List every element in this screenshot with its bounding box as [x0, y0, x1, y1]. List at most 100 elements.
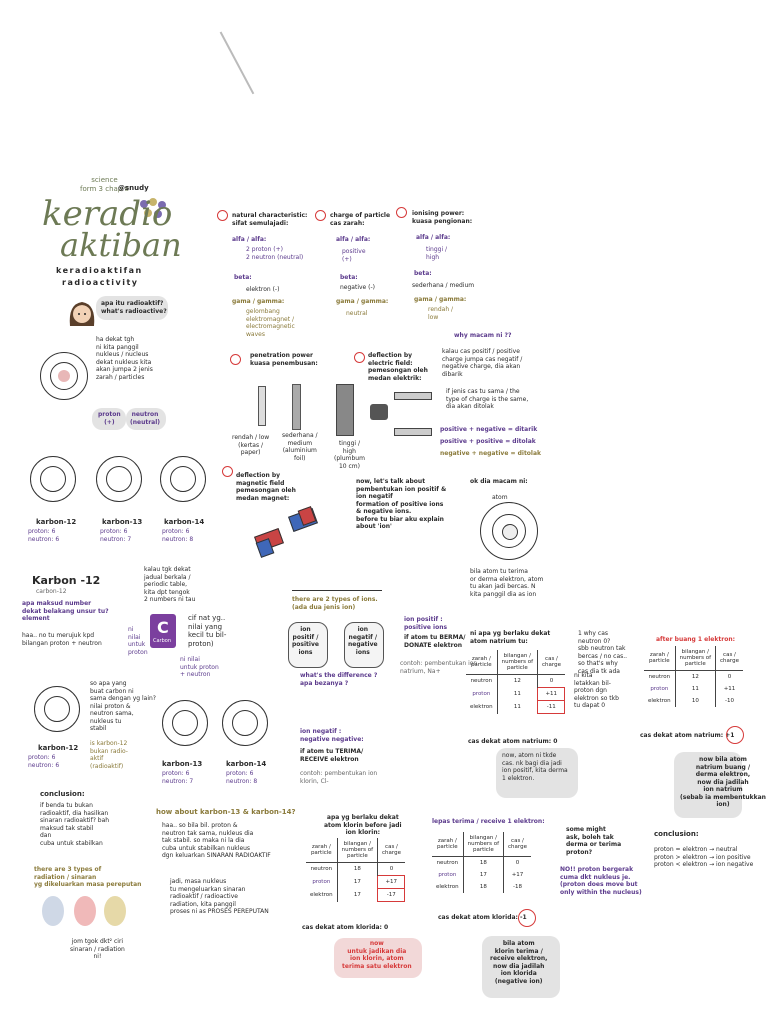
subtitle-english: radioactivity — [62, 278, 139, 287]
avatar — [66, 296, 98, 332]
conclusion-1-footer: jom tgok dkt² ciri sinaran / radiation n… — [70, 938, 125, 960]
positive-ion-card — [288, 622, 328, 668]
same-charge-note: if jenis cas tu sama / the type of charg… — [446, 388, 529, 410]
atom-ion-orbit — [492, 514, 526, 548]
carbon-13-orbit-2 — [172, 710, 198, 736]
beta-particle-icon — [74, 896, 96, 926]
beta-ionising: sederhana / medium — [412, 282, 475, 289]
klorin-table-title: apa yg berlaku dekat atom klorin before … — [324, 814, 402, 836]
table-header-row: zarah / particle bilangan / numbers of p… — [466, 650, 565, 675]
table-cell: +11 — [715, 683, 743, 695]
atom-label: atom — [492, 494, 508, 501]
charge-rule-note: kalau cas positif / positive charge jump… — [442, 348, 523, 378]
carbon-12-orbit-2 — [44, 696, 70, 722]
paper-barrier — [258, 386, 266, 426]
carbon-13-atom-2 — [162, 700, 208, 746]
natrium-after-note: now bila atom natrium buang / derma elek… — [680, 756, 766, 808]
positive-plate — [394, 392, 432, 400]
natrium-note-pill — [496, 748, 578, 798]
gamma-composition: gelombang elektromagnet / electromagneti… — [246, 308, 295, 338]
proton-pill — [92, 408, 126, 430]
table-cell: 0 — [377, 862, 405, 876]
positive-charge-circle — [726, 726, 744, 744]
table-cell: 17 — [336, 875, 378, 889]
negative-ion-example: contoh: pembentukan ion klorin, Cl- — [300, 770, 378, 785]
small-number-note: ni nilai untuk proton — [128, 626, 148, 656]
table-cell: +11 — [537, 687, 566, 701]
isotope-note: so apa yang buat carbon ni sama dengan y… — [90, 680, 156, 732]
table-header: cas / charge — [715, 646, 743, 671]
table-cell: -10 — [715, 695, 743, 707]
carbon-12-label: karbon-12 — [36, 518, 77, 526]
ion-intro-text: now, let's talk about pembentukan ion po… — [356, 478, 447, 530]
carbon-14-label-2: karbon-14 — [226, 760, 267, 768]
carbon-14-counts-2: proton: 6 neutron: 8 — [226, 770, 258, 785]
how-about-text: haa.. so bila bil. proton & neutron tak … — [162, 822, 271, 859]
beta-charge: negative (-) — [340, 284, 375, 291]
klorin-note: now untuk jadikan dia ion klorin, atom t… — [342, 940, 412, 970]
table-cell: elektron — [310, 892, 333, 898]
dots-icon — [136, 196, 172, 224]
table-cell: -18 — [503, 881, 531, 893]
subject-label: science form 3 chap 8 — [80, 176, 129, 193]
atom-intro-title: ok dia macam ni: — [470, 478, 528, 485]
natrium-after-title: after buang 1 elektron: — [656, 636, 735, 643]
how-about-title: how about karbon-13 & karbon-14? — [156, 808, 296, 816]
table-header-row: zarah / particle bilangan / numbers of p… — [306, 838, 405, 863]
gamma-particle-icon — [104, 896, 126, 926]
negative-ion-label: ion negatif / negative ions — [348, 626, 378, 656]
natrium-after-table: zarah / particle bilangan / numbers of p… — [644, 646, 743, 707]
speech-bubble-text: apa itu radioaktif? what's radioactive? — [101, 300, 167, 315]
number-1-badge — [217, 210, 228, 221]
decay-process-text: jadi, masa nukleus tu mengeluarkan sinar… — [170, 878, 269, 915]
table-header: zarah / particle — [306, 838, 338, 863]
carbon-name: Carbon — [153, 638, 172, 644]
gamma-ionising: rendah / low — [428, 306, 454, 321]
table-cell: neutron — [310, 866, 333, 873]
gamma-label-3: gama / gamma: — [414, 296, 467, 303]
atom-orbit — [50, 362, 78, 390]
penetration-high: tinggi / high (plumbum 10 cm) — [334, 440, 365, 470]
ion-caption: bila atom tu terima or derma elektron, a… — [470, 568, 544, 598]
negative-charge-circle — [518, 909, 536, 927]
carbon-14-atom — [160, 456, 206, 502]
table-header: bilangan / numbers of particle — [336, 838, 378, 863]
isotope-note-2: is karbon-12 bukan radio- aktif (radioak… — [90, 740, 128, 770]
table-cell: +17 — [377, 875, 406, 889]
number-question: apa maksud number dekat belakang unsur t… — [22, 600, 109, 622]
beta-composition: elektron (-) — [246, 286, 280, 293]
gamma-label-2: gama / gamma: — [336, 298, 389, 305]
table-header: zarah / particle — [432, 832, 464, 857]
table-cell: proton — [472, 691, 491, 697]
cif-note: cif nat yg.. nilai yang kecil tu bil- pr… — [188, 614, 227, 648]
table-header: zarah / particle — [644, 646, 676, 671]
alfa-label: alfa / alfa: — [232, 236, 267, 243]
atom-ion-nucleus — [502, 524, 518, 540]
table-cell: proton — [650, 686, 669, 692]
number-answer: haa.. no tu merujuk kpd bilangan proton … — [22, 632, 102, 647]
klorin-after-table: zarah / particle bilangan / numbers of p… — [432, 832, 531, 893]
table-cell: 18 — [462, 881, 504, 893]
alfa-charge: positive (+) — [342, 248, 366, 263]
number-5-badge — [354, 352, 365, 363]
table-cell: proton — [438, 872, 457, 878]
table-cell: -17 — [377, 888, 406, 902]
table-header-row: zarah / particle bilangan / numbers of p… — [432, 832, 531, 857]
penetration-heading: penetration power kuasa penembusan: — [250, 352, 318, 367]
proton-transfer-question: some might ask, boleh tak derma or terim… — [566, 826, 622, 856]
proton-electron-note: ni kita letakkan bil- proton dgn elektro… — [574, 672, 619, 709]
carbon-12-atom-2 — [34, 686, 80, 732]
neutron-pill — [126, 408, 166, 430]
beta-label-2: beta: — [340, 274, 358, 281]
ionising-heading: ionising power: kuasa pengionan: — [412, 210, 473, 225]
magnetic-deflection-heading: deflection by magnetic field pemesongan … — [236, 472, 296, 502]
table-header: bilangan / numbers of particle — [462, 832, 504, 857]
natrium-after-note-pill — [674, 752, 742, 818]
penetration-medium: sederhana / medium (aluminium foil) — [282, 432, 318, 462]
